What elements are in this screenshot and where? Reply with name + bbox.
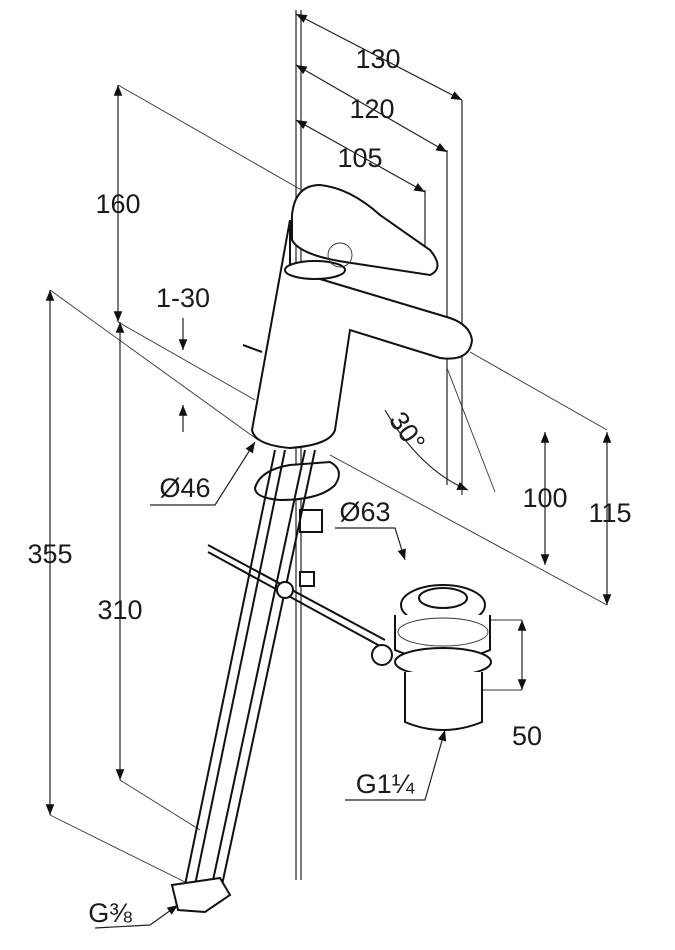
- label-diameter-63: Ø63: [339, 497, 390, 527]
- label-105: 105: [337, 143, 382, 173]
- drain-valve: [371, 584, 492, 731]
- label-g3-8: G⅜: [88, 898, 132, 928]
- label-115: 115: [588, 498, 631, 528]
- extension-lines: [49, 10, 608, 883]
- label-120: 120: [349, 94, 394, 124]
- label-355: 355: [27, 539, 72, 569]
- label-310: 310: [97, 595, 142, 625]
- dimension-arrows: [45, 13, 612, 929]
- faucet-body: [242, 183, 474, 533]
- label-50: 50: [512, 721, 542, 751]
- supply-hoses: [170, 449, 386, 914]
- label-angle: 30°: [383, 406, 431, 457]
- label-g1-1-4: G1¼: [356, 769, 415, 799]
- label-100: 100: [522, 483, 567, 513]
- label-diameter-46: Ø46: [159, 473, 210, 503]
- label-1-30: 1-30: [156, 283, 210, 313]
- label-160: 160: [95, 189, 140, 219]
- label-130: 130: [355, 44, 400, 74]
